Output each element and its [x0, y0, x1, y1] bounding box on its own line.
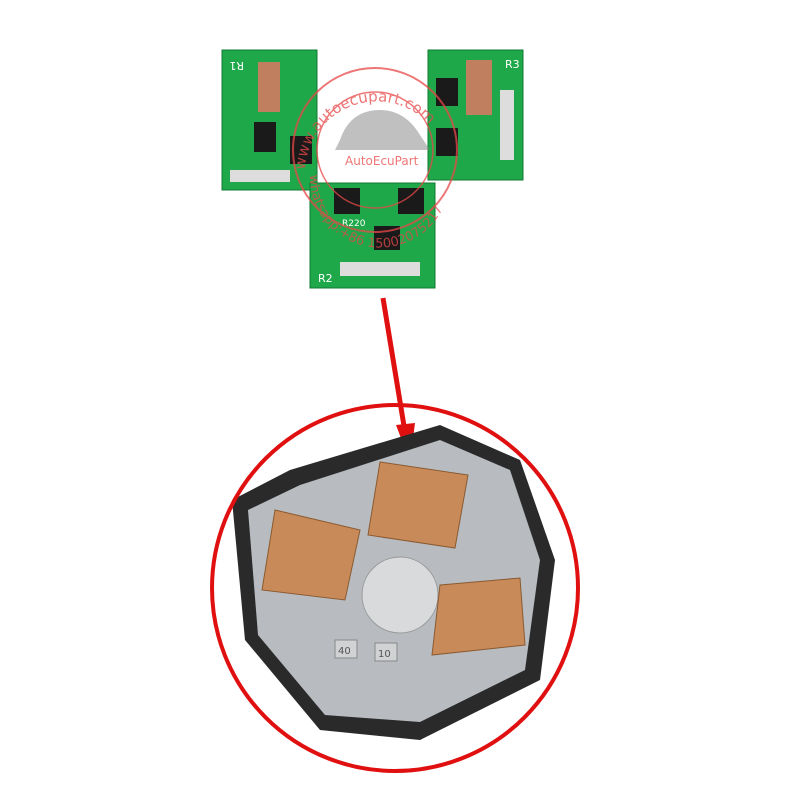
- copper-board: [431, 577, 526, 656]
- watermark-brand: AutoEcuPart: [345, 154, 419, 168]
- housing-marking: 10: [378, 649, 391, 660]
- ecu-housing: 40 10: [232, 425, 555, 740]
- board-label: R3: [505, 58, 520, 71]
- board-label: R1: [229, 59, 244, 72]
- board-label: R2: [318, 272, 333, 285]
- board-marking: R220: [342, 219, 366, 229]
- pcb-board-r1: R1: [221, 49, 318, 191]
- car-logo-icon: [335, 110, 430, 150]
- highlight-circle: [210, 403, 580, 773]
- pcb-board-r3: R3: [427, 49, 524, 181]
- copper-board: [261, 509, 361, 601]
- housing-marking: 40: [338, 646, 351, 657]
- copper-board: [367, 461, 469, 549]
